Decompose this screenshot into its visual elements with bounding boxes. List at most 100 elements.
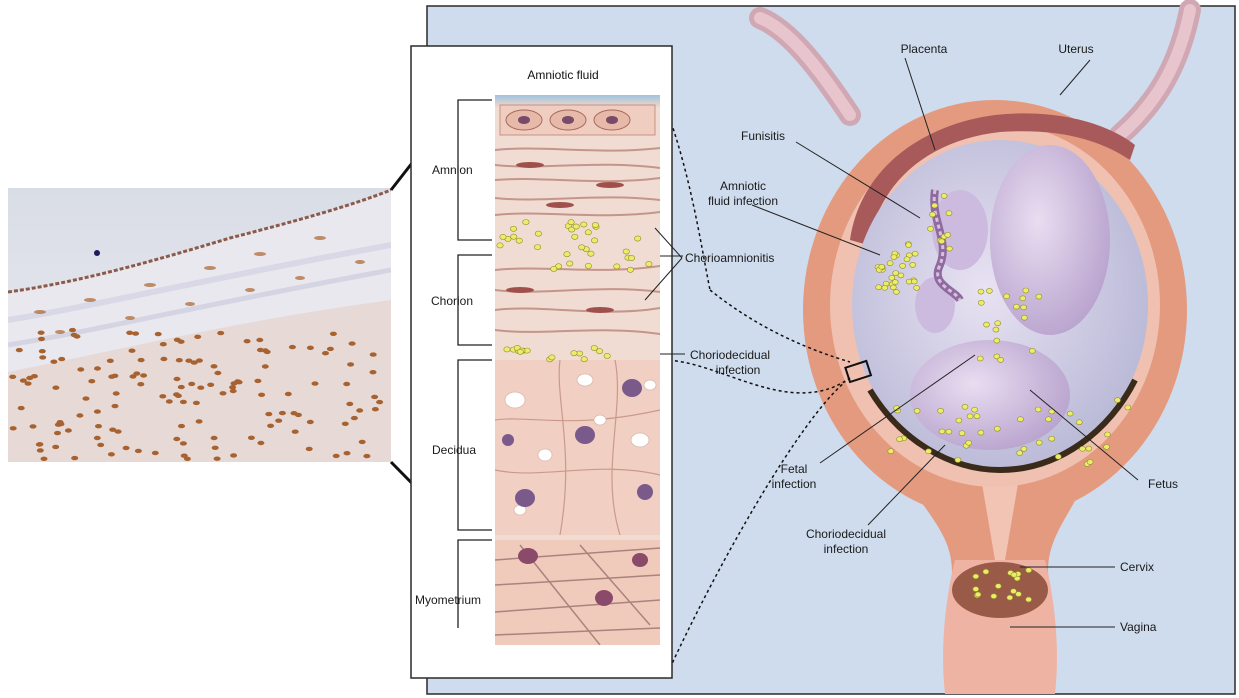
- stained-nucleus: [112, 404, 119, 408]
- stained-nucleus: [166, 399, 173, 403]
- bacterium: [497, 243, 503, 248]
- stained-nucleus: [107, 359, 114, 363]
- bacterium: [628, 255, 634, 260]
- stained-nucleus: [174, 338, 181, 342]
- fetal-infection-label-line2: infection: [772, 477, 817, 491]
- stained-nucleus: [178, 424, 185, 428]
- choriodecidual-column-callout-line2: infection: [716, 363, 761, 377]
- stained-nucleus: [39, 355, 46, 359]
- stained-nucleus: [342, 422, 349, 426]
- stained-nucleus: [36, 442, 43, 446]
- stained-nucleus: [69, 328, 76, 332]
- stained-nucleus: [178, 385, 185, 389]
- stained-nucleus: [37, 448, 44, 452]
- bacterium: [946, 211, 952, 216]
- bacterium: [973, 587, 979, 592]
- bacterium: [1036, 440, 1042, 445]
- bacterium: [910, 262, 916, 267]
- bacterium: [974, 414, 980, 419]
- stained-nucleus: [155, 332, 162, 336]
- stained-nucleus: [257, 441, 264, 445]
- stained-nucleus: [254, 379, 261, 383]
- bacterium: [517, 349, 523, 354]
- stained-nucleus: [9, 375, 16, 379]
- stained-nucleus: [111, 374, 118, 378]
- bacterium: [504, 347, 510, 352]
- stained-nucleus: [26, 376, 33, 380]
- histology-micrograph: [8, 188, 391, 462]
- stained-nucleus: [10, 426, 17, 430]
- stained-nucleus: [18, 406, 25, 410]
- stained-nucleus: [211, 436, 218, 440]
- choriodecidual-uterus-label-line2: infection: [824, 542, 869, 556]
- stained-nucleus: [291, 411, 298, 415]
- bacterium: [1026, 568, 1032, 573]
- stained-nucleus: [307, 346, 314, 350]
- stained-nucleus: [256, 338, 263, 342]
- bacterium: [888, 449, 894, 454]
- fetal-infection-label-line1: Fetal: [781, 462, 808, 476]
- bacterium: [1125, 405, 1131, 410]
- stained-nucleus: [330, 332, 337, 336]
- bacterium: [523, 220, 529, 225]
- stained-nucleus: [230, 389, 237, 393]
- stained-nucleus: [279, 411, 286, 415]
- bacterium: [1115, 398, 1121, 403]
- bacterium: [993, 327, 999, 332]
- decidua-label: Decidua: [432, 443, 476, 457]
- cervix-label: Cervix: [1120, 560, 1154, 574]
- bacterium: [627, 267, 633, 272]
- bacterium: [898, 273, 904, 278]
- bacterium: [1023, 288, 1029, 293]
- stained-nucleus: [347, 362, 354, 366]
- stained-nucleus: [88, 379, 95, 383]
- stained-nucleus: [257, 348, 264, 352]
- bacterium: [1036, 294, 1042, 299]
- stained-nucleus: [41, 457, 48, 461]
- bacterium: [581, 357, 587, 362]
- bacterium: [938, 408, 944, 413]
- stained-nucleus: [248, 436, 255, 440]
- fetus-label: Fetus: [1148, 477, 1178, 491]
- bacterium: [564, 252, 570, 257]
- stained-nucleus: [194, 335, 201, 339]
- stained-nucleus: [94, 409, 101, 413]
- bacterium: [568, 220, 574, 225]
- stained-nucleus: [262, 364, 269, 368]
- placenta-label: Placenta: [901, 42, 948, 56]
- bacterium: [1087, 460, 1093, 465]
- bacterium: [939, 429, 945, 434]
- stained-nucleus: [230, 453, 237, 457]
- stained-nucleus: [214, 371, 221, 375]
- bacterium: [581, 222, 587, 227]
- bacterium: [995, 584, 1001, 589]
- stained-nucleus: [113, 391, 120, 395]
- stained-nucleus: [370, 370, 377, 374]
- bacterium: [1021, 305, 1027, 310]
- bacterium: [549, 355, 555, 360]
- stained-nucleus: [76, 413, 83, 417]
- bacterium: [897, 437, 903, 442]
- bacterium: [955, 458, 961, 463]
- stained-nucleus: [346, 402, 353, 406]
- bacterium: [591, 238, 597, 243]
- bacterium: [1013, 304, 1019, 309]
- stained-nucleus: [71, 333, 78, 337]
- myometrium-label: Myometrium: [415, 593, 481, 607]
- amnion-label: Amnion: [432, 163, 473, 177]
- bacterium: [614, 264, 620, 269]
- choriodecidual-column-callout-line1: Choriodecidual: [690, 348, 770, 362]
- stained-nucleus: [132, 331, 139, 335]
- stained-nucleus: [285, 392, 292, 396]
- stained-nucleus: [322, 351, 329, 355]
- bacterium: [978, 300, 984, 305]
- stained-nucleus: [94, 366, 101, 370]
- bacterium: [1035, 407, 1041, 412]
- stained-nucleus: [133, 371, 140, 375]
- stained-nucleus: [39, 349, 46, 353]
- bacterium: [967, 414, 973, 419]
- stained-nucleus: [58, 357, 65, 361]
- stained-nucleus: [94, 436, 101, 440]
- stained-nucleus: [159, 394, 166, 398]
